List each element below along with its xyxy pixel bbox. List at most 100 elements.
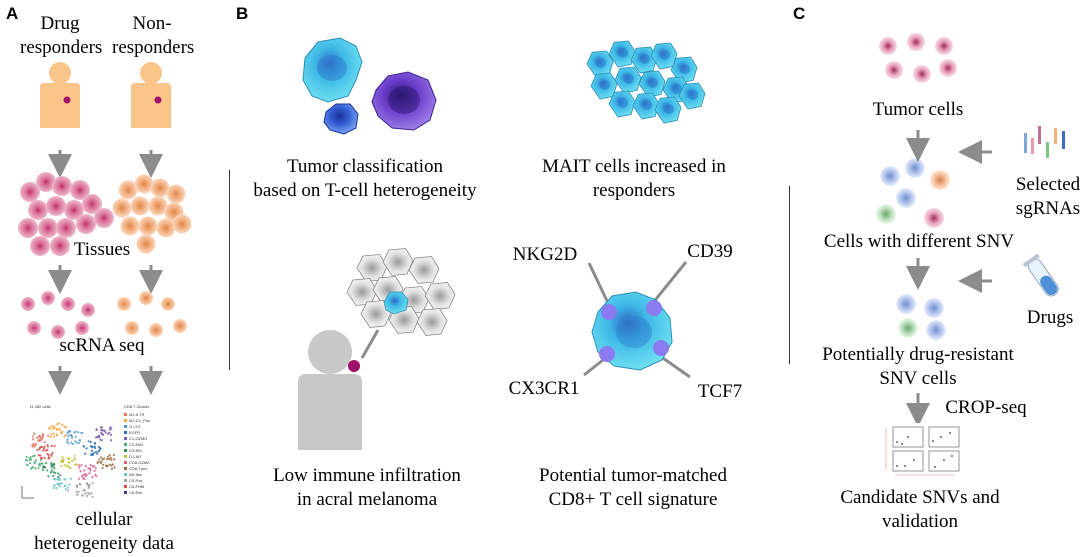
legend-item: D-LAG xyxy=(124,453,174,459)
low-infiltration-label: Low immune infiltration in acral melanom… xyxy=(262,464,472,512)
tsne-point xyxy=(50,444,53,448)
panel-label-b: B xyxy=(236,4,249,23)
resistant-label-line2: SNV cells xyxy=(879,367,957,389)
tsne-point xyxy=(47,434,50,437)
resistant-cell xyxy=(896,294,916,314)
tsne-point xyxy=(56,428,59,431)
heterogeneity-label: cellular heterogeneity data xyxy=(14,508,194,556)
tsne-point xyxy=(67,442,70,445)
tsne-point xyxy=(69,477,72,480)
legend-text: NK-like xyxy=(129,471,142,477)
tsne-point xyxy=(96,436,99,439)
resistant-label: Potentially drug-resistant SNV cells xyxy=(818,343,1018,391)
legend-swatch xyxy=(124,412,127,416)
resistant-label-line1: Potentially drug-resistant xyxy=(822,344,1014,365)
tissue-cell xyxy=(64,200,84,220)
legend-swatch xyxy=(124,448,127,452)
tsne-point xyxy=(100,456,103,459)
single-cell xyxy=(27,321,41,335)
tsne-point xyxy=(81,494,84,497)
tsne-point xyxy=(84,472,87,475)
crop-point xyxy=(904,465,906,467)
drugs-label: Drugs xyxy=(1026,307,1074,328)
legend-item: M1-IL7R xyxy=(124,411,174,417)
tsne-point xyxy=(96,452,99,455)
tissue-cell xyxy=(28,200,48,220)
sgrna-icon xyxy=(1024,126,1065,158)
tsne-point xyxy=(105,465,109,468)
tsne-point xyxy=(50,433,53,436)
tsne-point xyxy=(43,441,46,444)
tsne-point xyxy=(89,469,92,472)
tsne-point xyxy=(108,431,111,434)
tsne-point xyxy=(112,458,116,461)
tsne-point xyxy=(43,447,46,450)
tsne-point xyxy=(99,447,102,450)
single-cell xyxy=(81,303,95,317)
immune-infiltration-cells-icon xyxy=(346,248,456,336)
responder-single-cells-icon xyxy=(21,291,95,339)
legend-text: D-LAG xyxy=(129,453,142,459)
tsne-point xyxy=(78,466,81,469)
single-cell xyxy=(75,321,89,335)
responders-label-line2: responders xyxy=(20,36,103,58)
legend-text: C6-Exh xyxy=(129,489,143,495)
legend-text: C2-EM1 xyxy=(129,441,144,447)
snv-cell xyxy=(880,166,900,186)
tsne-point xyxy=(84,492,87,495)
tsne-title: 11,260 cells xyxy=(29,404,51,409)
tsne-point xyxy=(59,482,62,486)
legend-swatch xyxy=(124,484,127,488)
tsne-point xyxy=(102,433,105,436)
tsne-point xyxy=(52,432,55,435)
marker-nkg2d-icon xyxy=(601,304,617,320)
tsne-point xyxy=(43,445,46,448)
tsne-point xyxy=(32,442,35,445)
mait-cell-nucleus xyxy=(618,98,628,108)
tumor-cell xyxy=(913,65,931,83)
legend-swatch xyxy=(124,442,127,446)
sgrna-label-line1: Selected xyxy=(1015,174,1081,195)
tsne-point xyxy=(77,431,80,434)
tsne-point xyxy=(83,477,86,481)
tsne-point xyxy=(112,453,116,457)
sgrna-label: Selected sgRNAs xyxy=(1008,173,1088,221)
tsne-point xyxy=(40,437,43,440)
single-cell xyxy=(161,297,175,311)
tsne-point xyxy=(98,458,101,461)
tissue-cell xyxy=(38,218,58,238)
tsne-point xyxy=(76,493,79,496)
tsne-point xyxy=(32,438,35,441)
tsne-point xyxy=(48,426,51,430)
marker-tcf7-icon xyxy=(653,340,669,356)
tsne-point xyxy=(84,465,87,468)
tsne-point xyxy=(63,477,66,481)
tsne-point xyxy=(60,464,63,468)
mait-cell-nucleus xyxy=(624,74,634,84)
tsne-point xyxy=(85,447,88,450)
tsne-point xyxy=(41,468,45,471)
tissue-cell xyxy=(36,172,56,192)
legend-item: C1-GZMH xyxy=(124,435,174,441)
tissue-cell xyxy=(52,176,72,196)
tsne-point xyxy=(53,484,56,487)
tsne-point xyxy=(87,484,90,487)
mait-label-line1: MAIT cells increased in xyxy=(542,156,726,177)
tsne-point xyxy=(50,461,53,465)
tissue-cell xyxy=(136,234,156,254)
legend-swatch xyxy=(124,424,127,428)
tsne-point xyxy=(46,443,49,447)
tsne-point xyxy=(67,430,70,434)
tsne-point xyxy=(84,474,88,478)
drug-tube-icon xyxy=(1022,253,1059,297)
mait-cell-nucleus xyxy=(640,54,650,64)
tumor-cell xyxy=(885,61,903,79)
tumor-cell xyxy=(939,59,957,77)
legend-item: C3-RM xyxy=(124,447,174,453)
responder-figure xyxy=(40,62,80,128)
tsne-point xyxy=(93,465,96,468)
tsne-point xyxy=(50,469,54,472)
crop-point xyxy=(907,436,909,438)
panel-label-a: A xyxy=(6,4,19,23)
